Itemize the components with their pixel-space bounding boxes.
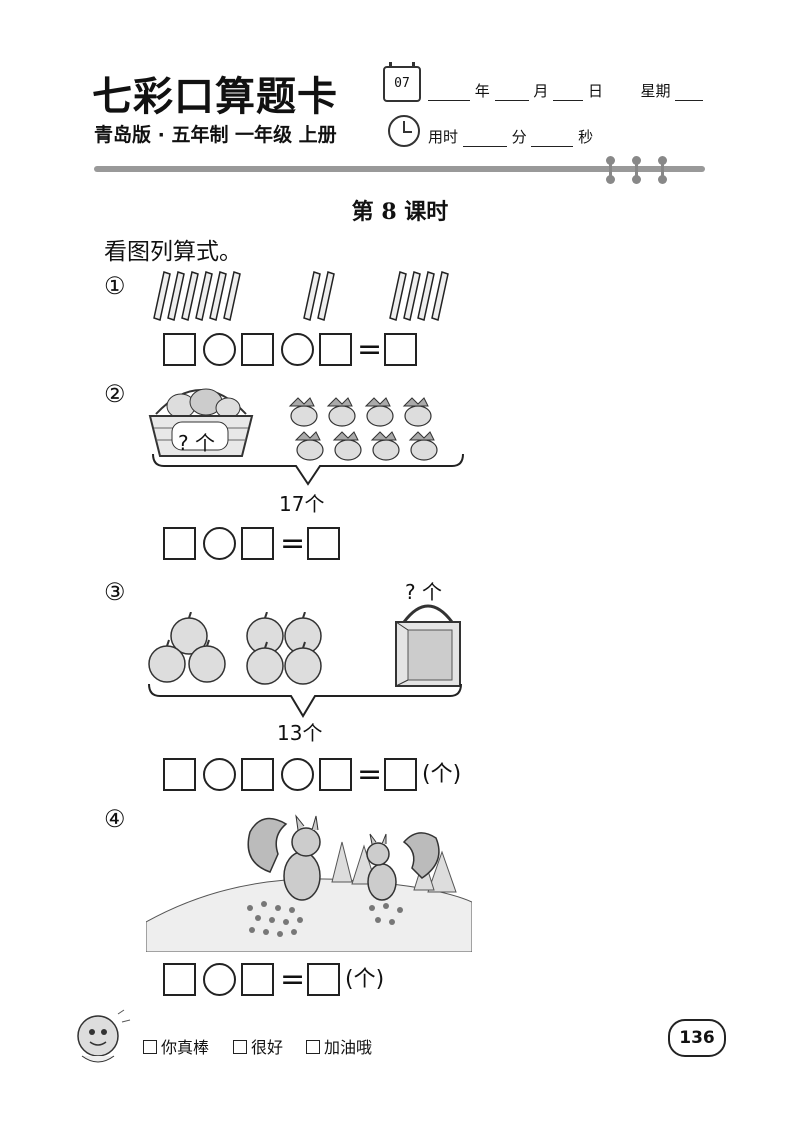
year-label: 年: [474, 82, 490, 100]
rating-option[interactable]: 加油哦: [306, 1034, 372, 1058]
operator-circle[interactable]: [281, 758, 314, 791]
rating-option[interactable]: 你真棒: [143, 1034, 209, 1058]
answer-box[interactable]: [163, 527, 196, 560]
rating-checkbox[interactable]: [143, 1040, 157, 1054]
operator-circle[interactable]: [203, 527, 236, 560]
result-box[interactable]: [307, 963, 340, 996]
squirrel-icon: [146, 802, 472, 952]
total-label: 17个: [279, 492, 325, 516]
operator-circle[interactable]: [203, 963, 236, 996]
lesson-title: 第 8 课时: [351, 199, 449, 225]
answer-box[interactable]: [241, 758, 274, 791]
time-line: 用时 分 秒: [428, 126, 593, 147]
time-label: 用时: [428, 128, 459, 146]
second-label: 秒: [578, 128, 594, 146]
rating-checkbox[interactable]: [306, 1040, 320, 1054]
answer-box[interactable]: [241, 527, 274, 560]
rating-label: 你真棒: [161, 1038, 210, 1057]
result-box[interactable]: [307, 527, 340, 560]
equals-sign: =: [280, 962, 306, 997]
rating-checkbox[interactable]: [233, 1040, 247, 1054]
calendar-number: 07: [394, 76, 410, 91]
header-divider: [94, 166, 705, 172]
problem-2-number: ②: [104, 380, 126, 408]
instruction: 看图列算式。: [104, 239, 242, 265]
equals-sign: =: [357, 332, 383, 367]
rating-option[interactable]: 很好: [233, 1034, 283, 1058]
equals-sign: =: [357, 757, 383, 792]
apple-icon: [148, 612, 322, 685]
bag-icon: [395, 604, 461, 687]
date-line: 年 月 日 星期: [428, 80, 704, 101]
operator-circle[interactable]: [203, 758, 236, 791]
rating-label: 加油哦: [324, 1038, 373, 1057]
minute-label: 分: [511, 128, 527, 146]
unit-label: (个): [345, 967, 385, 992]
radish-icon: [288, 397, 438, 461]
answer-box[interactable]: [163, 758, 196, 791]
binder-pin-icon: [658, 156, 667, 184]
binder-pin-icon: [606, 156, 615, 184]
brace: [148, 683, 462, 718]
operator-circle[interactable]: [203, 333, 236, 366]
rating-label: 很好: [251, 1038, 284, 1057]
month-label: 月: [533, 82, 549, 100]
result-box[interactable]: [384, 333, 417, 366]
bag-question: ? 个: [405, 580, 442, 604]
problem-4-number: ④: [104, 805, 126, 833]
brand-title: 七彩口算题卡: [92, 73, 338, 120]
operator-circle[interactable]: [281, 333, 314, 366]
problem-3-number: ③: [104, 578, 126, 606]
equals-sign: =: [280, 526, 306, 561]
answer-box[interactable]: [241, 333, 274, 366]
weekday-label: 星期: [640, 82, 671, 100]
answer-box[interactable]: [163, 333, 196, 366]
total-label: 13个: [277, 721, 323, 745]
day-label: 日: [587, 82, 603, 100]
unit-label: (个): [422, 762, 462, 787]
result-box[interactable]: [384, 758, 417, 791]
basket-question: ? 个: [178, 431, 215, 455]
brace: [152, 453, 464, 486]
problem-1-number: ①: [104, 272, 126, 300]
binder-pin-icon: [632, 156, 641, 184]
basket-icon: [148, 388, 254, 457]
answer-box[interactable]: [163, 963, 196, 996]
answer-box[interactable]: [319, 758, 352, 791]
answer-box[interactable]: [319, 333, 352, 366]
clock-icon: [388, 115, 420, 147]
page-number: 136: [668, 1019, 726, 1057]
calendar-icon: 07: [383, 62, 421, 102]
mascot-icon: [77, 1009, 131, 1063]
sticks-icon: [153, 271, 449, 321]
answer-box[interactable]: [241, 963, 274, 996]
edition-label: 青岛版 · 五年制 一年级 上册: [94, 124, 337, 146]
